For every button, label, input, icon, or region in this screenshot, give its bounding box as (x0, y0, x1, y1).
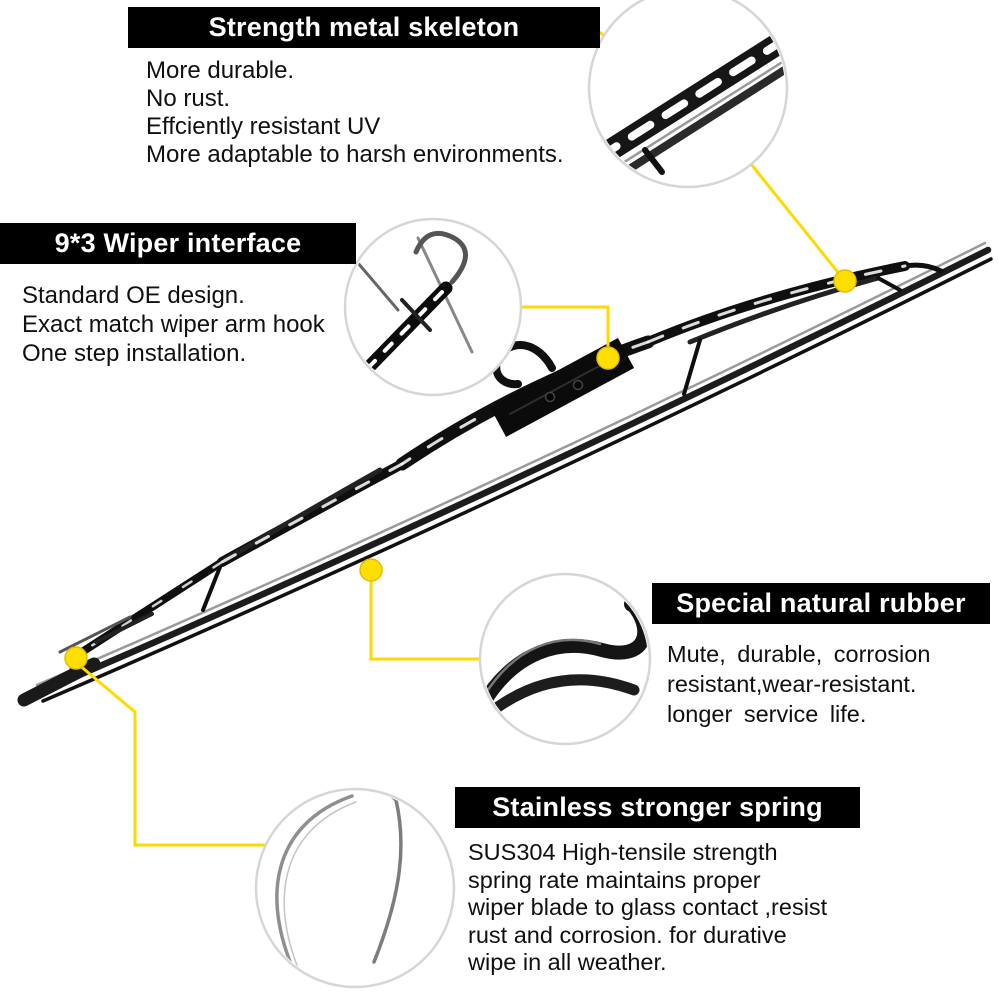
callout-line: No rust. (146, 85, 231, 112)
callout-line: SUS304 High-tensile strength (468, 839, 778, 865)
callout-line: resistant,wear-resistant. (667, 671, 917, 697)
callout-dots (64, 269, 857, 670)
callout-body-interface: Standard OE design. Exact match wiper ar… (22, 281, 325, 368)
dot-interface (596, 346, 620, 370)
callout-line: rust and corrosion. for durative (468, 921, 787, 948)
wiper-hook-closeup (350, 230, 474, 375)
connector-interface (522, 305, 610, 352)
callout-line: One step installation. (22, 340, 247, 367)
zoom-circle-interface (343, 217, 523, 397)
zoom-circle-skeleton (587, 0, 789, 189)
connector-rubber (369, 576, 481, 661)
callout-line: More durable. (146, 57, 295, 84)
callout-body-rubber: Mute, durable, corrosion resistant,wear-… (667, 639, 930, 729)
callout-line: Standard OE design. (22, 282, 245, 309)
connector-skeleton (749, 163, 847, 282)
callout-line: More adaptable to harsh environments. (146, 141, 564, 168)
callout-title-rubber: Special natural rubber (652, 583, 990, 624)
zoom-circle-rubber (478, 572, 652, 746)
callout-line: wipe in all weather. (468, 949, 667, 975)
dot-rubber (359, 558, 383, 582)
callout-line: wiper blade to glass contact ,resist (468, 894, 828, 920)
callout-body-spring: SUS304 High-tensile strength spring rate… (468, 839, 827, 977)
callout-connectors (77, 28, 847, 847)
callout-title-interface: 9*3 Wiper interface (0, 223, 356, 264)
callout-line: Exact match wiper arm hook (22, 311, 325, 338)
dot-skeleton (833, 269, 857, 293)
callout-line: Mute, durable, corrosion (667, 641, 931, 667)
callout-body-skeleton: More durable. No rust. Effciently resist… (146, 57, 564, 169)
callout-title-spring: Stainless stronger spring (455, 787, 860, 828)
callout-line: spring rate maintains proper (468, 866, 761, 893)
callout-line: longer service life. (667, 701, 867, 727)
callout-title-skeleton: Strength metal skeleton (128, 7, 600, 48)
metal-skeleton-closeup (591, 22, 785, 184)
callout-line: Effciently resistant UV (146, 113, 381, 140)
dot-spring (64, 646, 88, 670)
wiper-blade-photo (17, 241, 993, 707)
connector-spring (77, 662, 267, 847)
zoom-circle-spring (254, 787, 456, 989)
